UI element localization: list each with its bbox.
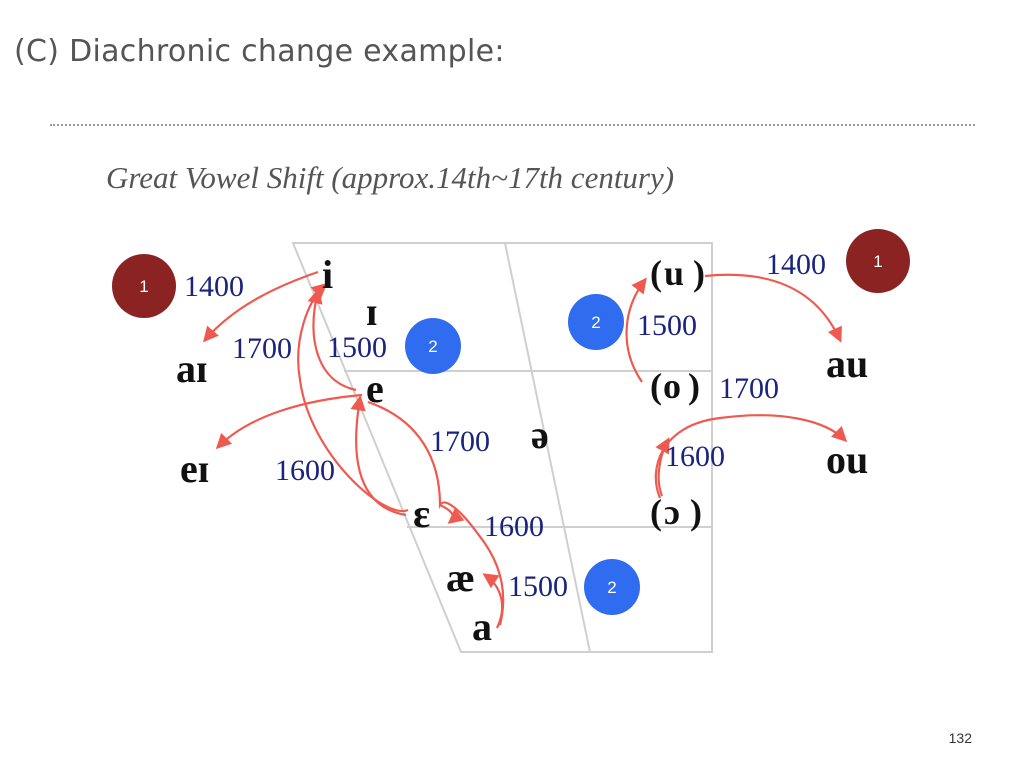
vowel-I: ɪ xyxy=(366,289,378,334)
vowel-au: au xyxy=(826,341,868,386)
badge-stage-2-low-label: 2 xyxy=(607,578,616,597)
paren-open-o: ( xyxy=(650,366,662,406)
vowel-open-o: ɔ xyxy=(664,492,680,532)
badge-stage-1-right: 1 xyxy=(846,229,910,293)
arrow-eps-to-ei xyxy=(215,393,363,450)
vowel-symbols: i ɪ e ɛ æ a ə aɪ eɪ au ou ( u ) ( o ) ( … xyxy=(176,252,868,649)
arrow-u-to-au xyxy=(704,273,842,343)
arrow-a-to-eps-head xyxy=(439,504,465,524)
badge-stage-1-left-label: 1 xyxy=(139,277,148,296)
vowel-schwa: ə xyxy=(531,412,549,457)
vowel-epsilon: ɛ xyxy=(413,491,430,536)
paren-close-open-o: ) xyxy=(690,492,702,532)
badge-stage-1-left: 1 xyxy=(112,254,176,318)
page-number: 132 xyxy=(948,730,972,746)
title-divider xyxy=(50,124,975,126)
arrow-e-to-i xyxy=(307,288,357,392)
arrow-eps-to-e xyxy=(350,394,407,517)
year-eps-e: 1700 xyxy=(430,425,490,458)
vowel-ai: aɪ xyxy=(176,346,208,391)
arrow-eps-to-i xyxy=(297,282,409,513)
year-e-i: 1700 xyxy=(232,332,292,365)
arrow-o-to-u xyxy=(625,277,647,383)
vowel-ei: eɪ xyxy=(180,446,209,491)
year-a-ae: 1500 xyxy=(508,570,568,603)
badge-stage-2-low: 2 xyxy=(584,559,640,615)
vowel-ae: æ xyxy=(446,555,475,600)
vowel-i: i xyxy=(322,252,333,297)
badge-stage-1-right-label: 1 xyxy=(873,252,882,271)
year-a-eps: 1600 xyxy=(484,510,544,543)
vowel-u: u xyxy=(664,253,684,293)
arrow-a-to-ae xyxy=(482,573,504,629)
year-o-u: 1500 xyxy=(637,309,697,342)
year-u-au: 1400 xyxy=(766,248,826,281)
arrow-o-to-ou xyxy=(654,414,848,499)
paren-open-open-o: ( xyxy=(650,492,662,532)
year-i-ai: 1400 xyxy=(184,270,244,303)
shift-arrows xyxy=(202,270,848,629)
central-line xyxy=(504,242,591,653)
paren-open-u: ( xyxy=(650,253,662,293)
slide-title: (C) Diachronic change example: xyxy=(14,34,505,69)
badge-stage-2-back: 2 xyxy=(568,294,624,350)
badge-stage-2-back-label: 2 xyxy=(591,313,600,332)
paren-close-u: ) xyxy=(693,253,705,293)
arrow-openo-to-o xyxy=(655,437,670,497)
paren-close-o: ) xyxy=(688,366,700,406)
year-openo-o: 1600 xyxy=(665,440,725,473)
year-eps-i: 1500 xyxy=(327,331,387,364)
year-o-ou: 1700 xyxy=(719,372,779,405)
arrow-i-to-ai xyxy=(202,270,319,343)
vowel-a: a xyxy=(472,604,492,649)
year-eps-ei: 1600 xyxy=(275,454,335,487)
stage-badges: 1 1 2 2 2 xyxy=(112,229,910,615)
vowel-ou: ou xyxy=(826,437,868,482)
badge-stage-2-front-label: 2 xyxy=(428,337,437,356)
slide-subtitle: Great Vowel Shift (approx.14th~17th cent… xyxy=(106,160,675,195)
badge-stage-2-front: 2 xyxy=(405,318,461,374)
vowel-o: o xyxy=(663,366,681,406)
vowel-e: e xyxy=(366,366,384,411)
year-labels: 1400 1700 1500 1700 1600 1600 1500 1400 … xyxy=(184,248,826,603)
